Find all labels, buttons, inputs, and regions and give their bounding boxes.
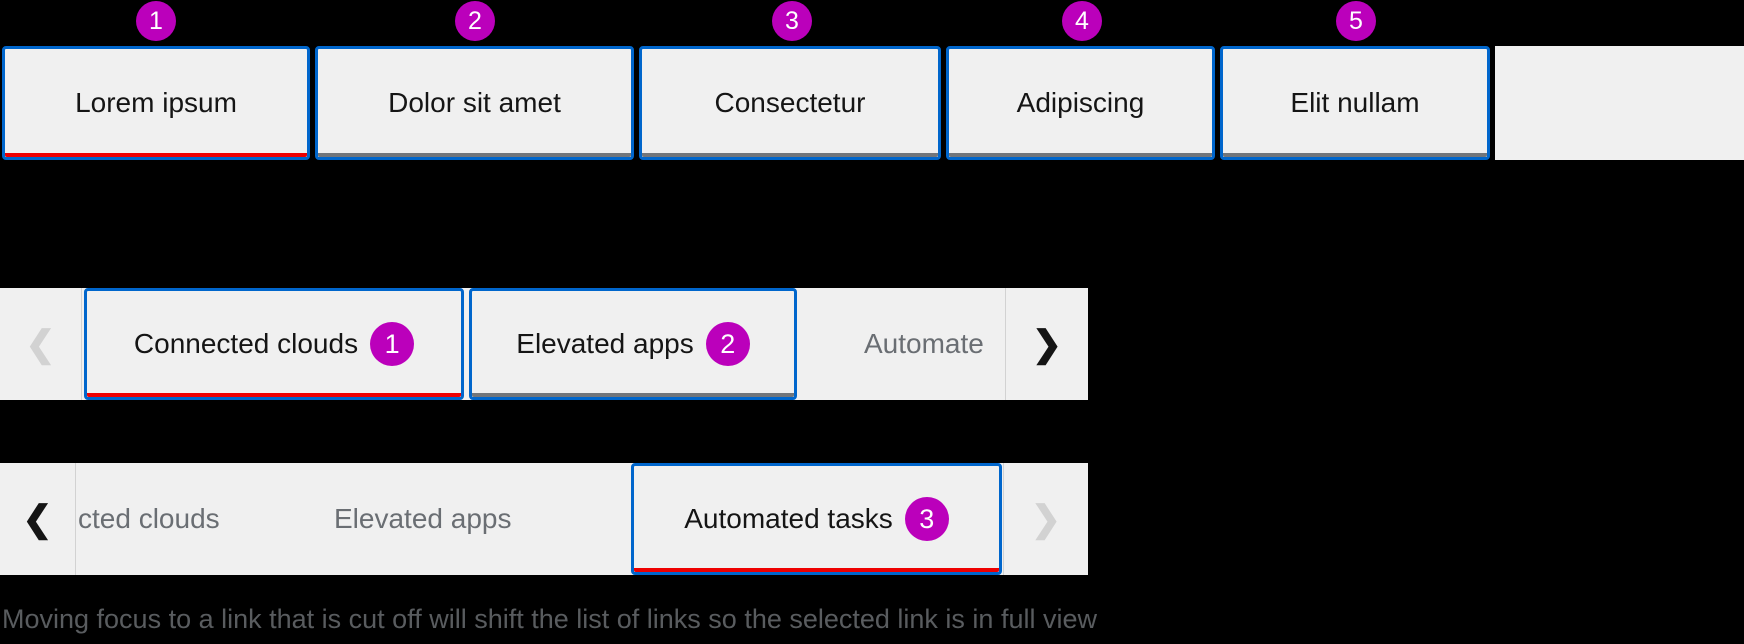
angle-left-icon: ❮ xyxy=(25,323,56,364)
annotation-badge-2: 2 xyxy=(455,1,495,41)
tab-bar-scrolled-to-start: ❮ Connected clouds 1 Elevated apps 2 Aut… xyxy=(0,288,1088,400)
selected-tab-underline xyxy=(634,568,999,572)
tab-automated-tasks-cut-off[interactable]: Automate xyxy=(864,328,984,359)
tab-elit-nullam[interactable]: Elit nullam xyxy=(1220,46,1490,160)
scroll-right-button[interactable]: ❯ xyxy=(1005,288,1088,400)
tab-connected-clouds-cut-off[interactable]: cted clouds xyxy=(78,503,220,534)
inactive-tab-underline xyxy=(472,393,794,397)
tab-lorem-ipsum[interactable]: Lorem ipsum xyxy=(2,46,310,160)
selected-tab-underline xyxy=(87,393,461,397)
tab-label: Consectetur xyxy=(714,87,866,118)
angle-right-icon: ❯ xyxy=(1030,498,1062,539)
scroll-left-button[interactable]: ❮ xyxy=(0,463,76,575)
scroll-right-button[interactable]: ❯ xyxy=(1003,463,1088,575)
caption-text: Moving focus to a link that is cut off w… xyxy=(2,604,1097,634)
tab-elevated-apps[interactable]: Elevated apps 2 xyxy=(469,288,797,400)
inactive-tab-underline xyxy=(1223,153,1487,157)
annotation-badge-1: 1 xyxy=(370,322,415,366)
tab-bar-top: Lorem ipsum Dolor sit amet Consectetur A… xyxy=(0,46,1744,160)
tab-connected-clouds[interactable]: Connected clouds 1 xyxy=(84,288,464,400)
tab-elevated-apps[interactable]: Elevated apps xyxy=(334,503,512,534)
annotation-badge-4: 4 xyxy=(1062,1,1102,41)
tab-dolor-sit-amet[interactable]: Dolor sit amet xyxy=(315,46,634,160)
scroll-left-button[interactable]: ❮ xyxy=(0,288,82,400)
tab-scroll-viewport: Connected clouds 1 Elevated apps 2 Autom… xyxy=(82,288,1005,400)
tab-label: Adipiscing xyxy=(1016,87,1145,118)
annotation-badge-2: 2 xyxy=(705,322,750,366)
angle-right-icon: ❯ xyxy=(1031,323,1063,364)
inactive-tab-underline xyxy=(949,153,1212,157)
tab-adipiscing[interactable]: Adipiscing xyxy=(946,46,1215,160)
annotation-badge-3: 3 xyxy=(904,497,949,541)
tab-label: Lorem ipsum xyxy=(75,87,237,118)
tab-consectetur[interactable]: Consectetur xyxy=(639,46,941,160)
annotation-badge-3: 3 xyxy=(772,1,812,41)
tab-automated-tasks[interactable]: Automated tasks 3 xyxy=(631,463,1002,575)
inactive-tab-underline xyxy=(318,153,631,157)
tab-scroll-viewport: cted clouds Elevated apps Automated task… xyxy=(76,463,1003,575)
selected-tab-underline xyxy=(5,153,307,157)
tab-label: Elit nullam xyxy=(1290,87,1420,118)
tab-label: Connected clouds xyxy=(133,328,359,359)
angle-left-icon: ❮ xyxy=(22,498,53,539)
tab-label: Dolor sit amet xyxy=(388,87,561,118)
tab-label: Automated tasks xyxy=(684,503,893,534)
tab-label: Elevated apps xyxy=(516,328,694,359)
annotation-badge-1: 1 xyxy=(136,1,176,41)
tab-bar-filler xyxy=(1495,46,1744,160)
inactive-tab-underline xyxy=(642,153,938,157)
tab-bar-scrolled-to-end: ❮ cted clouds Elevated apps Automated ta… xyxy=(0,463,1088,575)
annotation-badge-5: 5 xyxy=(1336,1,1376,41)
